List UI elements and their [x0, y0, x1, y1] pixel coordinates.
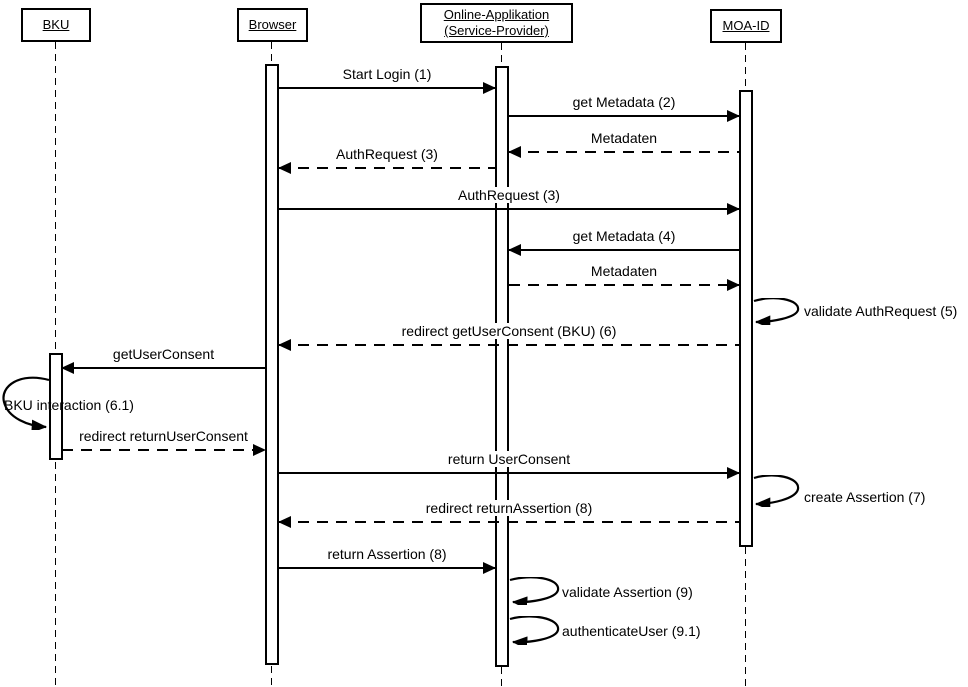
- message-get-metadata-2: get Metadata (2): [509, 94, 740, 122]
- message-metadaten-1: Metadaten: [508, 130, 739, 158]
- message-label: get Metadata (2): [569, 94, 679, 110]
- arrowhead-right-icon: [483, 562, 496, 574]
- message-line: [62, 449, 265, 451]
- message-authrequest-call: AuthRequest (3): [279, 187, 740, 215]
- self-message-label: validate Assertion (9): [562, 584, 693, 600]
- self-loop-icon: [509, 576, 560, 610]
- actor-label-moa-id: MOA-ID: [722, 17, 770, 33]
- message-redirect-getuserconsent: redirect getUserConsent (BKU) (6): [278, 323, 739, 351]
- arrowhead-left-icon: [508, 244, 521, 256]
- self-message-label: authenticateUser (9.1): [562, 623, 701, 639]
- message-start-login: Start Login (1): [279, 66, 496, 94]
- activation-bar-bku: [49, 353, 63, 460]
- arrowhead-right-icon: [727, 203, 740, 215]
- self-message-validate-assertion: [509, 576, 561, 610]
- self-message-label: validate AuthRequest (5): [804, 303, 958, 319]
- message-label: Start Login (1): [339, 66, 435, 82]
- message-line: [279, 521, 739, 523]
- self-message-validate-authrequest: [753, 297, 801, 330]
- arrowhead-right-icon: [253, 444, 266, 456]
- arrowhead-left-icon: [278, 516, 291, 528]
- self-loop-icon: [509, 615, 560, 650]
- arrowhead-left-icon: [278, 339, 291, 351]
- self-message-bku-interaction: [0, 376, 50, 435]
- message-line: [62, 367, 265, 369]
- message-label: Metadaten: [587, 263, 661, 279]
- message-line: [279, 472, 739, 474]
- message-line: [279, 167, 495, 169]
- message-getuserconsent: getUserConsent: [61, 346, 265, 374]
- message-redirect-returnassertion: redirect returnAssertion (8): [278, 500, 739, 528]
- message-line: [509, 151, 739, 153]
- message-line: [509, 249, 739, 251]
- actor-box-bku: BKU: [21, 8, 91, 42]
- actor-label-bku: BKU: [42, 16, 70, 32]
- message-line: [279, 87, 495, 89]
- self-loop-icon: [753, 474, 800, 511]
- self-loop-icon: [2, 376, 50, 433]
- actor-box-browser: Browser: [237, 8, 308, 42]
- message-label: get Metadata (4): [569, 228, 679, 244]
- message-label: redirect returnAssertion (8): [422, 500, 596, 516]
- self-message-label: BKU interaction (6.1): [4, 397, 134, 413]
- actor-label-browser: Browser: [248, 16, 297, 32]
- message-label: redirect returnUserConsent: [76, 428, 251, 444]
- actor-label-online-app: Online-Applikation (Service-Provider): [443, 6, 550, 38]
- message-get-metadata-4: get Metadata (4): [508, 228, 739, 256]
- message-return-assertion: return Assertion (8): [279, 546, 496, 574]
- message-label: redirect getUserConsent (BKU) (6): [398, 323, 620, 339]
- message-label: AuthRequest (3): [455, 187, 563, 203]
- message-label: getUserConsent: [109, 346, 218, 362]
- arrowhead-left-icon: [278, 162, 291, 174]
- message-metadaten-2: Metadaten: [509, 263, 740, 291]
- message-authrequest-return: AuthRequest (3): [278, 146, 495, 174]
- activation-bar-online-app: [495, 66, 509, 667]
- message-line: [279, 344, 739, 346]
- message-label: Metadaten: [587, 130, 661, 146]
- actor-box-moa-id: MOA-ID: [710, 9, 782, 43]
- self-message-authenticateuser: [509, 615, 561, 650]
- arrowhead-right-icon: [483, 82, 496, 94]
- activation-bar-browser: [265, 64, 279, 665]
- message-line: [509, 284, 739, 286]
- self-loop-icon: [753, 297, 800, 329]
- actor-box-online-app: Online-Applikation (Service-Provider): [420, 3, 573, 43]
- arrowhead-right-icon: [727, 467, 740, 479]
- arrowhead-left-icon: [61, 362, 74, 374]
- message-return-userconsent: return UserConsent: [279, 451, 740, 479]
- message-line: [509, 115, 739, 117]
- self-message-create-assertion: [753, 474, 801, 512]
- arrowhead-right-icon: [727, 110, 740, 122]
- message-label: return UserConsent: [444, 451, 574, 467]
- message-redirect-returnuserconsent: redirect returnUserConsent: [62, 428, 266, 456]
- activation-bar-moa-id: [739, 90, 753, 547]
- message-label: return Assertion (8): [324, 546, 450, 562]
- arrowhead-left-icon: [508, 146, 521, 158]
- arrowhead-right-icon: [727, 279, 740, 291]
- message-line: [279, 208, 739, 210]
- message-label: AuthRequest (3): [333, 146, 441, 162]
- self-message-label: create Assertion (7): [804, 489, 926, 505]
- message-line: [279, 567, 495, 569]
